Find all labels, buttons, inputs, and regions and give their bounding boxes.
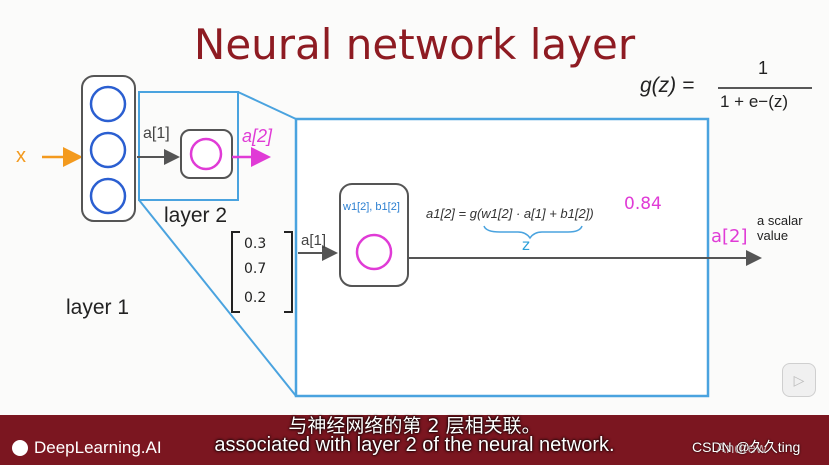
- layer2-highlight-box: [138, 91, 239, 201]
- layer2-output-label: a[2]: [242, 126, 273, 146]
- vector-value: 0.7: [244, 261, 267, 277]
- caption-bar: [0, 415, 829, 465]
- detail-equation: a1[2] = g(w1[2] · a[1] + b1[2]): [426, 206, 594, 221]
- zoom-line-top: [237, 91, 297, 120]
- watermark-text: CSDN @久久ting: [692, 439, 801, 455]
- layer1-label: layer 1: [66, 296, 130, 319]
- formula-g-numerator: 1: [758, 58, 769, 78]
- formula-g-lhs: g(z) =: [640, 74, 695, 97]
- formula-g-denominator: 1 + e−(z): [720, 92, 789, 111]
- scalar-note-line1: a scalar: [757, 213, 803, 228]
- detail-value: 0.84: [624, 194, 662, 214]
- scalar-note-line2: value: [757, 228, 789, 243]
- play-button[interactable]: ▷: [782, 363, 816, 397]
- detail-input-label: a[1]: [301, 232, 327, 249]
- vector-bracket-left: [231, 231, 240, 313]
- slide-title: Neural network layer: [193, 20, 636, 69]
- subtitle-chinese: 与神经网络的第 2 层相关联。: [288, 415, 541, 437]
- layer2-neuron: [189, 137, 223, 171]
- layer2-box: [180, 129, 233, 179]
- layer1-neuron: [89, 177, 127, 215]
- brand-logo-text: DeepLearning.AI: [34, 438, 162, 457]
- vector-bracket-right: [284, 231, 293, 313]
- detail-neuron: [355, 233, 393, 271]
- layer2-label: layer 2: [164, 204, 228, 227]
- z-underbrace: [483, 225, 583, 240]
- detail-output-label: a[2]: [711, 226, 748, 247]
- detail-neuron-params: w1[2], b1[2]: [343, 201, 400, 213]
- layer2-input-label: a[1]: [143, 125, 170, 142]
- layer1-neuron: [89, 85, 127, 123]
- input-x-label: x: [16, 145, 26, 167]
- subtitle-english: associated with layer 2 of the neural ne…: [214, 434, 615, 456]
- presenter-name: Andrew: [716, 440, 767, 457]
- play-icon: ▷: [793, 371, 805, 388]
- brand-logo: DeepLearning.AI: [12, 438, 162, 458]
- zoom-line-bottom: [138, 199, 297, 397]
- layer1-neuron: [89, 131, 127, 169]
- deeplearning-logo-icon: [12, 440, 28, 456]
- detail-z-label: z: [522, 236, 530, 254]
- vector-value: 0.3: [244, 236, 267, 252]
- vector-value: 0.2: [244, 290, 267, 306]
